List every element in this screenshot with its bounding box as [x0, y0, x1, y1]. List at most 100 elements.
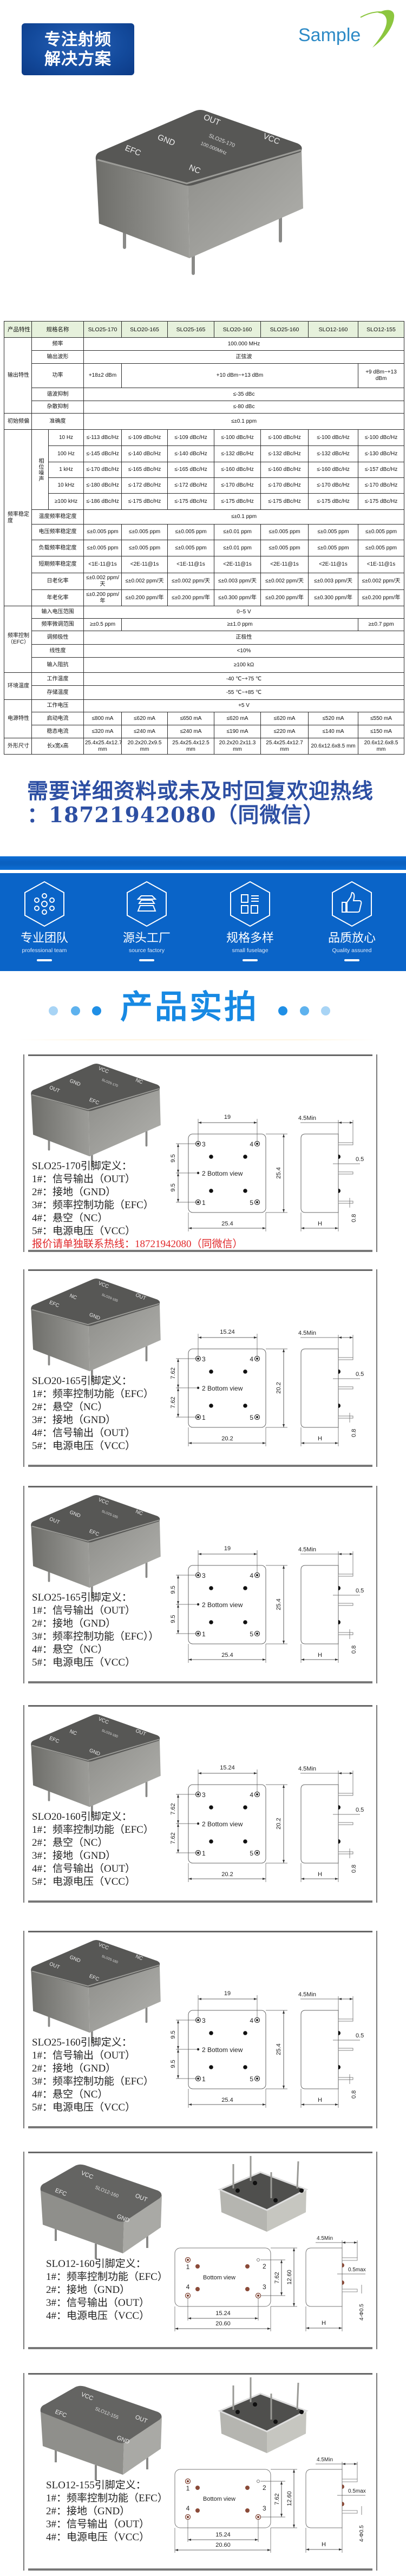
dim-pin-diameter: 0.5: [356, 1371, 364, 1378]
table-cell: ≤±0.002 ppm/天: [167, 573, 214, 590]
table-cell: ≤-170 dBc/Hz: [83, 462, 122, 478]
dim-pitch-x: 15.24: [215, 2532, 231, 2538]
decor-dot: [71, 1006, 80, 1015]
table-cell: ≤520 mA: [308, 712, 358, 725]
row-label: 长x宽x高: [31, 738, 84, 755]
dim-body-width: 12.60: [286, 2491, 293, 2506]
dim-pin-spec: 4-Φ0.5: [359, 2525, 365, 2542]
pin-definition-item: 3#：频率控制功能（EFC））: [32, 1631, 159, 1642]
table-cell: ≤-157 dBc/Hz: [358, 462, 404, 478]
oscillator-package-bottom: [218, 2156, 309, 2232]
row-label: 输入电压范围: [31, 606, 84, 619]
team-icon: [24, 881, 64, 927]
table-cell: ≤150 mA: [358, 725, 404, 738]
table-row: 电压频率稳定度≤±0.005 ppm≤±0.005 ppm≤±0.005 ppm…: [4, 524, 404, 540]
column-header: 产品特性: [4, 321, 32, 338]
pin-definition-item: 3#：信号输出（OUT）: [46, 2519, 150, 2530]
table-cell: ≤320 mA: [83, 725, 122, 738]
pin-number: 4: [250, 1572, 253, 1579]
pin-number: 1: [186, 2263, 190, 2271]
dim-pitch-y: 9.5: [171, 1154, 176, 1162]
row-group-label: 初始频偏: [4, 413, 32, 430]
table-cell: ≤±0.200 ppm/年: [83, 589, 122, 606]
pin-definition-list: SLO20-160引脚定义：1#：频率控制功能（EFC）2#：悬空（NC）3#：…: [32, 1811, 154, 1889]
dim-pin-diameter: 0.5max: [348, 2488, 366, 2494]
pin-number: 4: [250, 1791, 253, 1799]
column-header: SLO25-160: [260, 321, 309, 338]
dim-min-length: 4.5Min: [317, 2236, 333, 2241]
dim-min-length: 4.5Min: [317, 2457, 333, 2463]
dim-body-length: 20.60: [215, 2321, 231, 2327]
feature-divider: [139, 959, 154, 961]
table-cell: ≤-160 dBc/Hz: [214, 462, 261, 478]
pin-number: 1: [202, 1630, 206, 1638]
hotline-phone[interactable]: ：18721942080（同微信）: [27, 803, 325, 828]
pin-definition-item: 4#：信号输出（OUT）: [32, 1863, 136, 1874]
pin-number: 2: [202, 1820, 206, 1828]
brand-logo[interactable]: Sample: [297, 6, 397, 49]
pin-definition-item: 3#：频率控制功能（EFC）: [32, 1199, 154, 1211]
pin-definition-list: SLO25-170引脚定义：1#：信号输出（OUT）2#：接地（GND）3#：频…: [32, 1160, 243, 1251]
table-cell: ≤±0.005 ppm: [358, 540, 404, 556]
panel-top-border: [28, 1486, 372, 1487]
decor-dot: [321, 1006, 330, 1015]
feature-title: 规格多样: [226, 932, 274, 945]
table-row: 杂散抑制≤-80 dBc: [4, 401, 404, 414]
dim-flange: 0.8: [351, 1214, 357, 1222]
row-label: 调频极性: [31, 631, 84, 645]
column-header: SLO12-155: [358, 321, 404, 338]
pin-definition-item: 2#：接地（GND）: [46, 2284, 130, 2296]
table-cell: ≤-160 dBc/Hz: [308, 462, 358, 478]
table-cell: ≤±0.200 ppm/年: [167, 589, 214, 606]
table-cell: ≤-100 dBc/Hz: [260, 429, 309, 446]
pin-definition-item: 1#：频率控制功能（EFC）: [46, 2493, 168, 2504]
table-cell: ≤±0.002 ppm/天: [260, 573, 309, 590]
pin-definition-list: SLO12-155引脚定义：1#：频率控制功能（EFC）2#：接地（GND）3#…: [46, 2479, 168, 2544]
decor-dot: [49, 1006, 58, 1015]
pin-definition-item: 2#：悬空（NC）: [32, 1837, 108, 1849]
package-outline: [188, 1784, 266, 1864]
table-row: ≥100 kHz≤-186 dBc/Hz≤-175 dBc/Hz≤-175 dB…: [4, 493, 404, 510]
pin-number: 2: [202, 1601, 206, 1609]
column-header: 规格名称: [31, 321, 84, 338]
table-row: 日老化率≤±0.002 ppm/天≤±0.002 ppm/天≤±0.002 pp…: [4, 573, 404, 590]
table-row: 输入阻抗≥100 kΩ: [4, 657, 404, 673]
band-stripe: [0, 856, 406, 870]
row-label: 工作温度: [31, 672, 84, 686]
dim-body-length: 20.60: [215, 2542, 231, 2548]
pin-definition-item: 4#：悬空（NC）: [32, 2089, 108, 2100]
panel-bottom-border: [28, 1681, 372, 1683]
dim-body-height: 25.4: [276, 1167, 282, 1178]
table-cell: ≤-130 dBc/Hz: [358, 445, 404, 462]
pin-number: 4: [250, 1140, 253, 1148]
table-cell: ≤-172 dBc/Hz: [167, 477, 214, 494]
pin-definition-item: 1#：信号输出（OUT）: [32, 1174, 136, 1185]
pin-definition-list: SLO25-160引脚定义：1#：信号输出（OUT）2#：接地（GND）3#：频…: [32, 2036, 154, 2114]
table-cell: +10 dBm~+13 dBm: [121, 363, 358, 388]
pin-number: 3: [202, 1355, 206, 1363]
pin-number: 5: [250, 1630, 253, 1638]
column-header: SLO25-165: [167, 321, 214, 338]
slogan-line-2: 解决方案: [44, 50, 112, 69]
pin-definition-item: 4#：电源电压（VCC）: [46, 2532, 150, 2543]
pin-definition-item: 1#：频率控制功能（EFC）: [46, 2271, 168, 2283]
side-view-outline: [305, 2247, 343, 2307]
quote-hotline-note[interactable]: 报价请单独联系热线：18721942080（同微信）: [32, 1238, 243, 1250]
row-label: ≥100 kHz: [48, 493, 84, 510]
table-cell: ≤-100 dBc/Hz: [308, 429, 358, 446]
table-cell: ≤-145 dBc/Hz: [83, 445, 122, 462]
side-view-outline: [300, 1133, 339, 1213]
table-cell: ≤±0.005 ppm: [167, 540, 214, 556]
panel-bottom-border: [28, 1250, 372, 1252]
row-label: 年老化率: [31, 589, 84, 606]
pin-definition-list: SLO25-165引脚定义：1#：信号输出（OUT）2#：接地（GND）3#：频…: [32, 1591, 159, 1669]
table-cell: +18±2 dBm: [83, 363, 122, 388]
